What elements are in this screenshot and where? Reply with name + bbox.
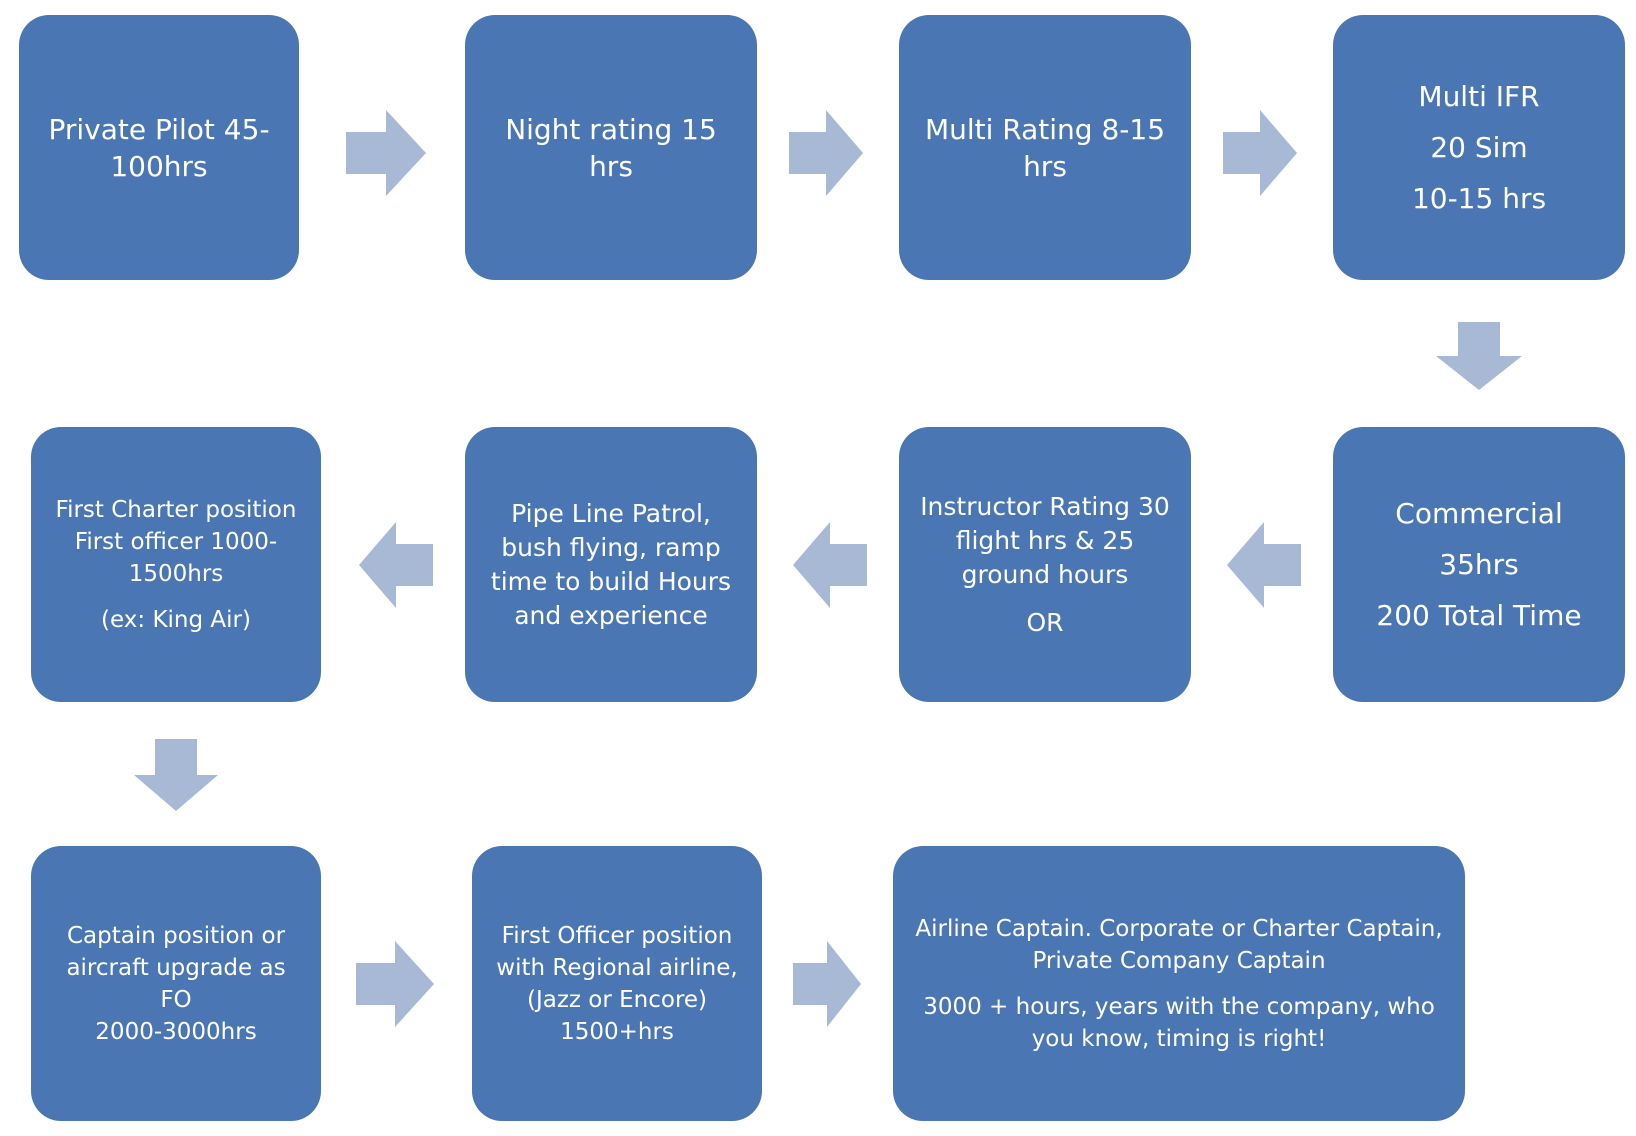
step-commercial: Commercial 35hrs 200 Total Time — [1333, 427, 1625, 702]
step-captain-position: Captain position or aircraft upgrade as F… — [31, 846, 321, 1121]
step-text-line: and experience — [514, 600, 708, 630]
step-text-line: Instructor Rating 30 — [920, 491, 1170, 521]
step-text-paragraph: (ex: King Air) — [101, 604, 251, 636]
step-text-paragraph: Commercial — [1395, 495, 1562, 532]
step-text-paragraph: Instructor Rating 30 flight hrs & 25 groun… — [920, 490, 1170, 592]
step-text-line: (Jazz or Encore) — [526, 986, 708, 1013]
step-text-line: with Regional airline, — [496, 954, 738, 981]
step-text-line: Pipe Line Patrol, — [511, 498, 711, 528]
step-text-paragraph: 3000 + hours, years with the company, wh… — [923, 991, 1435, 1055]
step-text-line: Commercial — [1395, 497, 1563, 530]
step-text-line: bush flying, ramp — [501, 532, 721, 562]
step-text-paragraph: Captain position or aircraft upgrade as F… — [49, 920, 303, 1048]
arrow-left-icon — [1227, 522, 1301, 608]
step-text-line: flight hrs & 25 — [955, 525, 1135, 555]
step-first-officer-regional: First Officer position with Regional airl… — [472, 846, 762, 1121]
arrow-down-icon — [134, 739, 218, 811]
step-text-line: 3000 + hours, years with the company, wh… — [923, 993, 1435, 1020]
step-text-line: you know, timing is right! — [1031, 1025, 1327, 1052]
arrow-left-icon — [793, 522, 867, 608]
step-text-paragraph: Multi IFR — [1418, 78, 1539, 115]
arrow-left-icon — [359, 522, 433, 608]
step-instructor-rating: Instructor Rating 30 flight hrs & 25 groun… — [899, 427, 1191, 702]
step-airline-captain: Airline Captain. Corporate or Charter Ca… — [893, 846, 1465, 1121]
step-multi-ifr: Multi IFR 20 Sim 10-15 hrs — [1333, 15, 1625, 280]
step-text-line: time to build Hours — [490, 566, 732, 596]
step-text-line: Captain position or — [66, 922, 286, 949]
step-text-line: (ex: King Air) — [101, 606, 251, 633]
step-text-paragraph: Night rating 15 hrs — [483, 111, 739, 185]
step-text-line: Multi Rating 8-15 — [924, 112, 1166, 146]
step-text-line: First officer 1000- — [74, 528, 278, 555]
step-text-line: aircraft upgrade as FO — [66, 954, 286, 1013]
step-text-line: 2000-3000hrs — [95, 1018, 257, 1045]
step-text-paragraph: First Officer position with Regional airl… — [496, 920, 737, 1048]
step-text-paragraph: 35hrs — [1439, 546, 1518, 583]
step-text-line: Private Company Captain — [1032, 947, 1326, 974]
step-text-line: 1500+hrs — [560, 1018, 674, 1045]
arrow-right-icon — [356, 941, 434, 1027]
step-text-line: Multi IFR — [1418, 80, 1540, 113]
step-night-rating: Night rating 15 hrs — [465, 15, 757, 280]
step-text-line: 20 Sim — [1430, 131, 1528, 164]
step-text-line: OR — [1026, 607, 1064, 637]
step-text-line: Airline Captain. Corporate or Charter Ca… — [915, 915, 1443, 942]
step-text-paragraph: Airline Captain. Corporate or Charter Ca… — [915, 913, 1442, 977]
step-text-line: First Charter position — [55, 496, 297, 523]
step-text-paragraph: OR — [1026, 606, 1063, 640]
step-text-line: Night rating 15 hrs — [505, 112, 717, 183]
step-text-line: First Officer position — [501, 922, 733, 949]
step-text-paragraph: 200 Total Time — [1376, 597, 1581, 634]
step-text-paragraph: 10-15 hrs — [1412, 180, 1546, 217]
step-text-line: 1500hrs — [128, 560, 224, 587]
arrow-down-icon — [1436, 322, 1522, 390]
step-text-line: 200 Total Time — [1376, 599, 1582, 632]
step-text-line: Private Pilot 45- — [48, 112, 270, 146]
step-text-paragraph: Pipe Line Patrol, bush flying, ramp time t… — [491, 497, 731, 633]
step-text-line: 100hrs — [110, 149, 208, 183]
arrow-right-icon — [346, 110, 426, 196]
step-text-line: 35hrs — [1439, 548, 1519, 581]
step-private-pilot: Private Pilot 45-100hrs — [19, 15, 299, 280]
step-pipeline-patrol: Pipe Line Patrol, bush flying, ramp time t… — [465, 427, 757, 702]
step-text-paragraph: Private Pilot 45-100hrs — [48, 111, 269, 185]
arrow-right-icon — [793, 941, 861, 1027]
arrow-right-icon — [1223, 110, 1297, 196]
step-text-line: hrs — [1023, 149, 1067, 183]
arrow-right-icon — [789, 110, 863, 196]
step-text-line: ground hours — [961, 559, 1129, 589]
step-text-paragraph: 20 Sim — [1430, 129, 1527, 166]
step-text-line: 10-15 hrs — [1411, 182, 1547, 215]
